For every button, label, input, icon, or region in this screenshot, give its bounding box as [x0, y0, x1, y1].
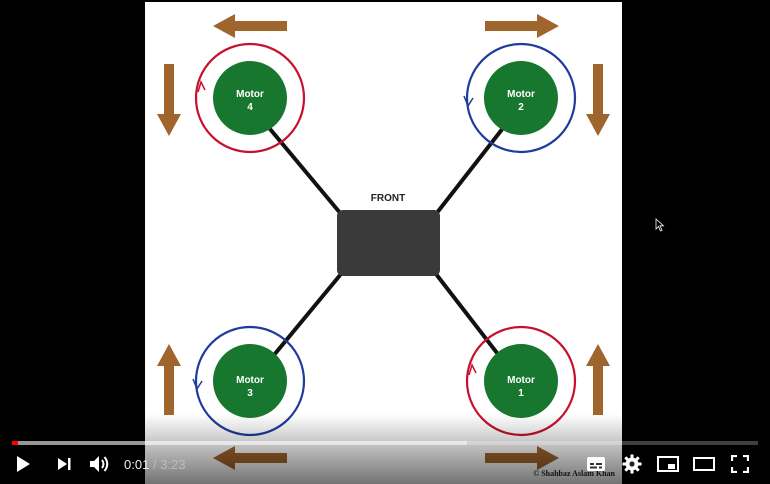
arrow-up-right — [586, 344, 610, 415]
miniplayer-button[interactable] — [650, 448, 686, 480]
motor-1-label: Motor — [507, 375, 535, 386]
subtitles-button[interactable] — [578, 448, 614, 480]
motor-4-label: Motor — [236, 89, 264, 100]
motor-2-number: 2 — [518, 102, 524, 113]
motor-3: Motor 3 — [192, 325, 306, 437]
settings-button[interactable] — [614, 448, 650, 480]
volume-button[interactable] — [82, 448, 118, 480]
progress-bar[interactable] — [12, 441, 758, 445]
right-controls — [578, 448, 758, 480]
arrow-up-left — [157, 344, 181, 415]
time-separator: / — [152, 456, 157, 472]
miniplayer-icon — [657, 456, 679, 472]
front-label: FRONT — [371, 193, 405, 204]
arrow-right-top — [485, 14, 559, 38]
arrow-down-right — [586, 64, 610, 136]
motor-2: Motor 2 — [463, 42, 577, 154]
volume-icon — [90, 456, 109, 472]
theater-mode-icon — [693, 457, 715, 471]
fullscreen-icon — [731, 455, 749, 473]
motor-4-number: 4 — [247, 102, 253, 113]
motor-3-number: 3 — [247, 388, 253, 399]
drone-body — [337, 210, 440, 276]
arrow-down-left — [157, 64, 181, 136]
play-button[interactable] — [0, 448, 46, 480]
theater-mode-button[interactable] — [686, 448, 722, 480]
arrow-left-top — [213, 14, 287, 38]
video-frame: FRONT Motor 4 Motor 2 — [145, 2, 622, 484]
control-bar: 0:01 / 3:23 — [0, 448, 770, 480]
time-display: 0:01 / 3:23 — [124, 457, 186, 472]
progress-played — [12, 441, 18, 445]
motor-2-label: Motor — [507, 89, 535, 100]
fullscreen-button[interactable] — [722, 448, 758, 480]
motor-1-number: 1 — [518, 388, 524, 399]
motor-4: Motor 4 — [194, 42, 306, 154]
gear-icon — [622, 454, 642, 474]
duration: 3:23 — [160, 456, 186, 472]
progress-loaded — [12, 441, 468, 445]
motor-1: Motor 1 — [465, 325, 577, 437]
mouse-cursor-icon — [655, 218, 665, 232]
current-time: 0:01 — [124, 456, 150, 472]
play-icon — [17, 456, 30, 472]
next-button[interactable] — [46, 448, 82, 480]
motor-3-label: Motor — [236, 375, 264, 386]
subtitles-icon — [587, 457, 605, 471]
quadcopter-diagram: FRONT Motor 4 Motor 2 — [157, 14, 616, 478]
next-icon — [58, 458, 71, 470]
